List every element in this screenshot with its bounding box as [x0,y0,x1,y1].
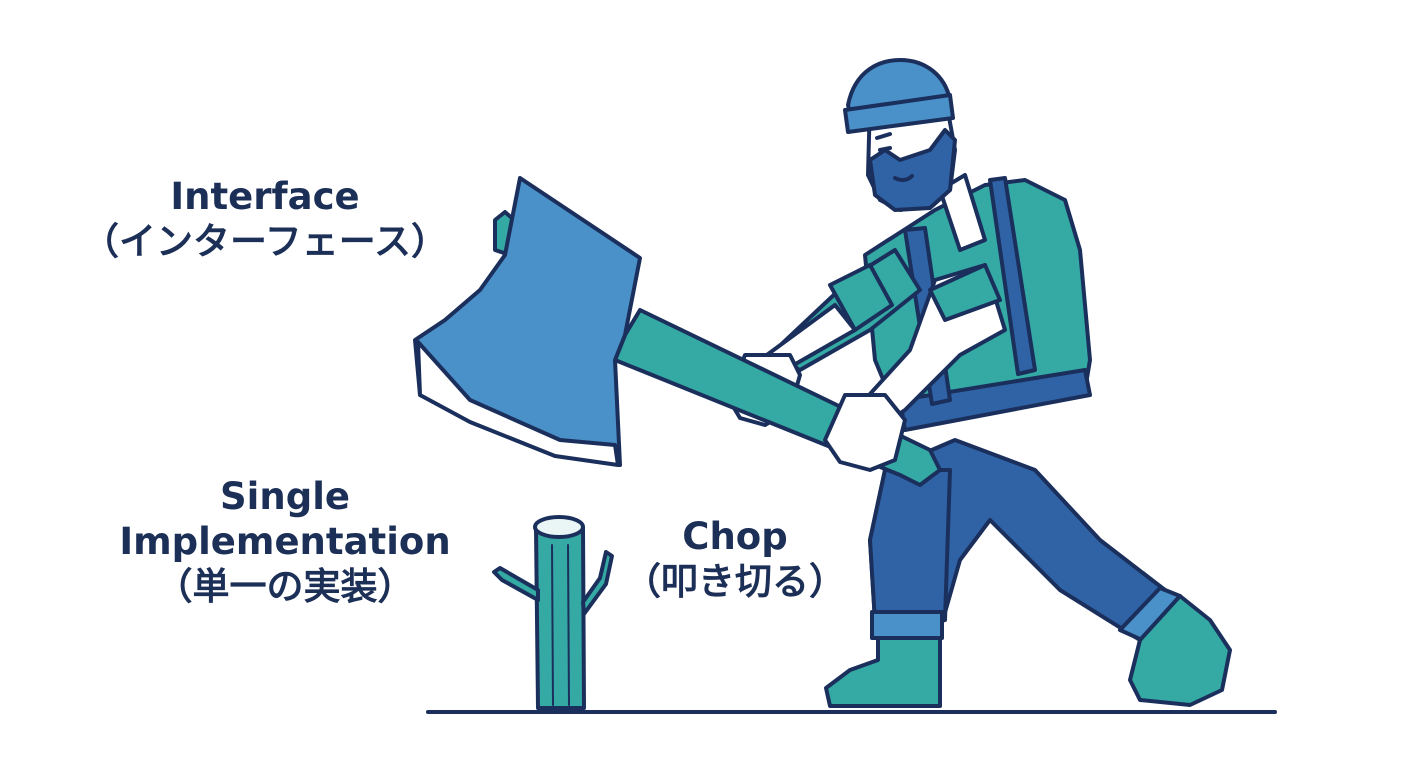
interface-label-japanese: （インターフェース） [82,220,448,264]
head [843,58,957,212]
single-implementation-label: Single Implementation （単一の実装） [95,474,475,609]
single-implementation-line2: Implementation [119,520,451,564]
back-arm [726,248,922,427]
chop-label: Chop （叩き切る） [610,514,860,604]
stump-icon [492,515,614,710]
front-arm [823,263,1007,472]
interface-label: Interface （インターフェース） [60,174,470,264]
single-implementation-japanese: （単一の実装） [155,565,415,609]
front-leg [824,468,952,708]
chop-label-english: Chop [682,515,788,558]
interface-label-english: Interface [170,175,360,218]
single-implementation-line1: Single [220,475,350,518]
chop-label-japanese: （叩き切る） [624,560,846,604]
